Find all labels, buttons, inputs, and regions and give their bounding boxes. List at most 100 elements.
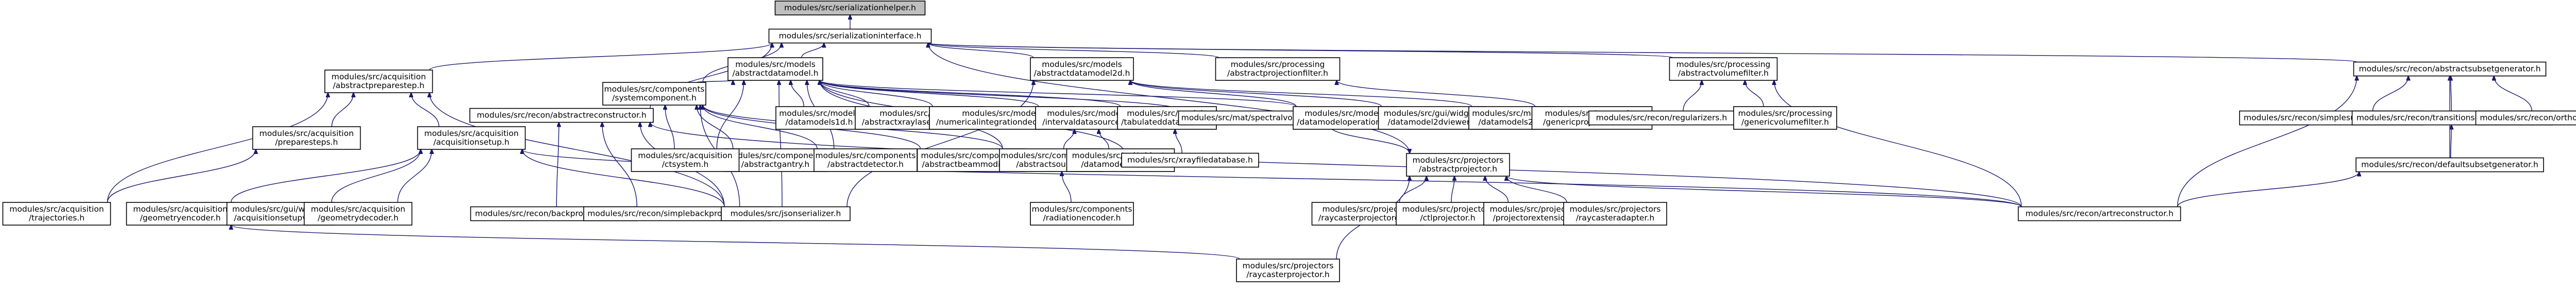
dependency-edge-projray-to-acqgeoenc: [231, 225, 1240, 260]
graph-node-label: /abstractprojector.h: [1419, 164, 1497, 174]
graph-node-box: [1236, 259, 1340, 282]
graph-node-label: /ctlprojector.h: [1420, 213, 1475, 222]
graph-node-box: [324, 70, 433, 93]
dependency-edge-defaultsub-to-transitionsub: [2451, 125, 2452, 158]
graph-node-acqtrajsetup[interactable]: modules/src/acquisition/acquisitionsetup…: [417, 126, 526, 150]
dependency-edge-acqprep-to-serint: [429, 43, 772, 71]
graph-node-label: modules/src/recon/orthogonalsubsetgenera…: [2480, 113, 2576, 123]
graph-node-label: modules/src/acquisition: [331, 72, 426, 81]
dependency-edge-dmops-to-absdm: [820, 80, 1297, 107]
graph-node-label: /abstractdatamodel2d.h: [1034, 69, 1130, 78]
graph-node-box: [417, 126, 526, 150]
dependency-edge-acqsys-to-absdm: [716, 80, 744, 149]
graph-node-geodec[interactable]: modules/src/acquisition/geometrydecoder.…: [303, 202, 413, 226]
graph-node-label: modules/src/recon/abstractreconstructor.…: [477, 111, 646, 120]
graph-node-box: [727, 57, 823, 81]
graph-node-box: [814, 148, 918, 172]
graph-node-label: modules/src/projectors: [1490, 204, 1581, 214]
graph-node-orthosub[interactable]: modules/src/recon/orthogonalsubsetgenera…: [2475, 110, 2576, 126]
graph-node-label: modules/src/components: [816, 151, 916, 160]
graph-node-compsys[interactable]: modules/src/components/systemcomponent.h: [602, 82, 706, 106]
graph-node-label: /projectorextension.h: [1493, 213, 1578, 222]
graph-node-box: [768, 28, 932, 44]
graph-node-label: /radiationencoder.h: [1043, 213, 1121, 222]
graph-node-acqsys[interactable]: modules/src/acquisition/ctsystem.h: [631, 148, 740, 172]
graph-node-recAR[interactable]: modules/src/recon/abstractreconstructor.…: [469, 108, 654, 123]
graph-node-label: modules/src/acquisition: [311, 204, 405, 214]
graph-node-label: modules/src/projectors: [1570, 204, 1661, 214]
graph-node-box: [1117, 106, 1217, 130]
graph-node-label: /abstractdetector.h: [827, 160, 904, 169]
dependency-edge-reconsimple-to-recAR: [602, 123, 637, 207]
graph-node-xrayfiledb[interactable]: modules/src/xrayfiledatabase.h: [1121, 152, 1259, 168]
graph-node-procproj[interactable]: modules/src/processing/abstractprojectio…: [1215, 57, 1341, 81]
dependency-edge-acqtraj-to-prepsteps: [107, 149, 256, 203]
dependency-edge-xrayfiledb-to-tabdm: [1175, 129, 1182, 153]
graph-node-acqtraj[interactable]: modules/src/acquisition/trajectories.h: [2, 202, 111, 226]
graph-node-subsetgen[interactable]: modules/src/recon/abstractsubsetgenerato…: [2353, 61, 2547, 77]
dependency-edge-prepsteps-to-acqprep: [331, 93, 353, 127]
graph-node-label: /raycasterprojector.h: [1246, 270, 1329, 279]
dependency-edge-jsonser-to-acqprep: [430, 93, 725, 207]
graph-node-prepsteps[interactable]: modules/src/acquisition/preparesteps.h: [252, 126, 361, 150]
graph-node-radenc[interactable]: modules/src/components/radiationencoder.…: [1030, 202, 1134, 226]
graph-node-label: /abstractdatamodel.h: [732, 69, 818, 78]
graph-node-procgenvol[interactable]: modules/src/processing/genericvolumefilt…: [1733, 106, 1837, 130]
graph-node-box: [2, 202, 111, 226]
dependency-edge-reconart-to-projabs: [1506, 176, 2022, 208]
graph-node-acqprep[interactable]: modules/src/acquisition/abstractprepares…: [324, 70, 433, 93]
graph-node-label: modules/src/recon/defaultsubsetgenerator…: [2361, 160, 2538, 169]
graph-node-label: modules/src/projectors: [1243, 261, 1334, 270]
graph-node-label: modules/src/gui/widgets: [1384, 109, 1481, 118]
dependency-edge-reconart-to-recAR: [650, 123, 2022, 207]
graph-node-compgantry[interactable]: modules/src/components/abstractgantry.h: [723, 148, 827, 172]
graph-node-label: modules/src/xrayfiledatabase.h: [1127, 156, 1253, 165]
graph-node-projadapt[interactable]: modules/src/projectors/raycasteradapter.…: [1563, 202, 1667, 226]
graph-node-box: [2018, 206, 2181, 221]
graph-node-serint[interactable]: modules/src/serializationinterface.h: [768, 28, 932, 44]
dependency-edge-projadapt-to-projabs: [1506, 176, 1567, 203]
dependency-edge-absdm2d-to-serint: [928, 43, 1034, 58]
graph-node-box: [631, 148, 740, 172]
graph-node-label: modules/src/recon/regularizers.h: [1596, 113, 1727, 123]
dependency-edge-projabs-to-serint: [928, 43, 1410, 154]
graph-node-absdm[interactable]: modules/src/models/abstractdatamodel.h: [727, 57, 823, 81]
graph-node-label: modules/src/components: [921, 151, 1022, 160]
dependency-edge-procgenvol-to-procvol: [1745, 80, 1764, 107]
graph-node-projray[interactable]: modules/src/projectors/raycasterprojecto…: [1236, 259, 1340, 282]
dependency-edge-compsource-to-intsources: [1063, 129, 1075, 149]
graph-node-label: /abstractprojectionfilter.h: [1227, 69, 1328, 78]
graph-node-label: modules/src/serializationhelper.h: [784, 3, 916, 12]
graph-node-compdet[interactable]: modules/src/components/abstractdetector.…: [814, 148, 918, 172]
graph-node-label: modules/src/models: [962, 109, 1042, 118]
graph-node-label: modules/src/jsonserializer.h: [731, 209, 841, 218]
graph-node-acqgeoenc[interactable]: modules/src/acquisition/geometryencoder.…: [126, 202, 235, 226]
graph-node-projabs[interactable]: modules/src/projectors/abstractprojector…: [1406, 153, 1510, 177]
graph-node-reconart[interactable]: modules/src/recon/artreconstructor.h: [2018, 206, 2181, 221]
node-layer: modules/src/serializationhelper.h modules…: [2, 1, 2576, 282]
graph-node-label: /genericvolumefilter.h: [1741, 117, 1829, 127]
graph-node-label: /abstractbeammodifier.h: [922, 160, 1021, 169]
graph-node-reconregvol[interactable]: modules/src/recon/regularizers.h: [1588, 110, 1735, 126]
graph-node-jsonser[interactable]: modules/src/jsonserializer.h: [721, 206, 851, 221]
graph-node-absdm2d[interactable]: modules/src/models/abstractdatamodel2d.h: [1030, 57, 1134, 81]
graph-node-label: /datamodel2dviewer.h: [1387, 117, 1477, 127]
graph-node-intsources[interactable]: modules/src/models/intervaldatasources.h: [1035, 106, 1139, 130]
graph-node-guidm2d[interactable]: modules/src/gui/widgets/datamodel2dviewe…: [1378, 106, 1487, 130]
graph-node-label: modules/src/projectors: [1413, 156, 1504, 165]
dependency-edge-numint-to-absdm: [820, 80, 933, 107]
graph-node-procvol[interactable]: modules/src/processing/abstractvolumefil…: [1669, 57, 1778, 81]
dependency-edge-simplesubset-to-subsetgen: [2372, 76, 2409, 111]
dependency-edge-projcfg-to-projabs: [1399, 176, 1427, 203]
graph-node-label: /datamodels1d.h: [786, 117, 853, 127]
dependency-edge-intsources-to-absdm: [820, 80, 1039, 107]
dependency-edge-acqgeoenc-to-acqtrajsetup: [230, 149, 421, 203]
graph-node-label: /raycasterprojectorgpu.h: [1318, 213, 1417, 222]
graph-node-defaultsub[interactable]: modules/src/recon/defaultsubsetgenerator…: [2355, 157, 2544, 173]
dependency-edge-compdet-to-compsys: [703, 105, 818, 149]
graph-node-box: [1563, 202, 1667, 226]
graph-node-box: [1121, 152, 1259, 168]
graph-node-datamodels1d[interactable]: modules/src/models/datamodels1d.h: [775, 106, 863, 130]
graph-node-label: modules/src/projectors: [1402, 204, 1494, 214]
